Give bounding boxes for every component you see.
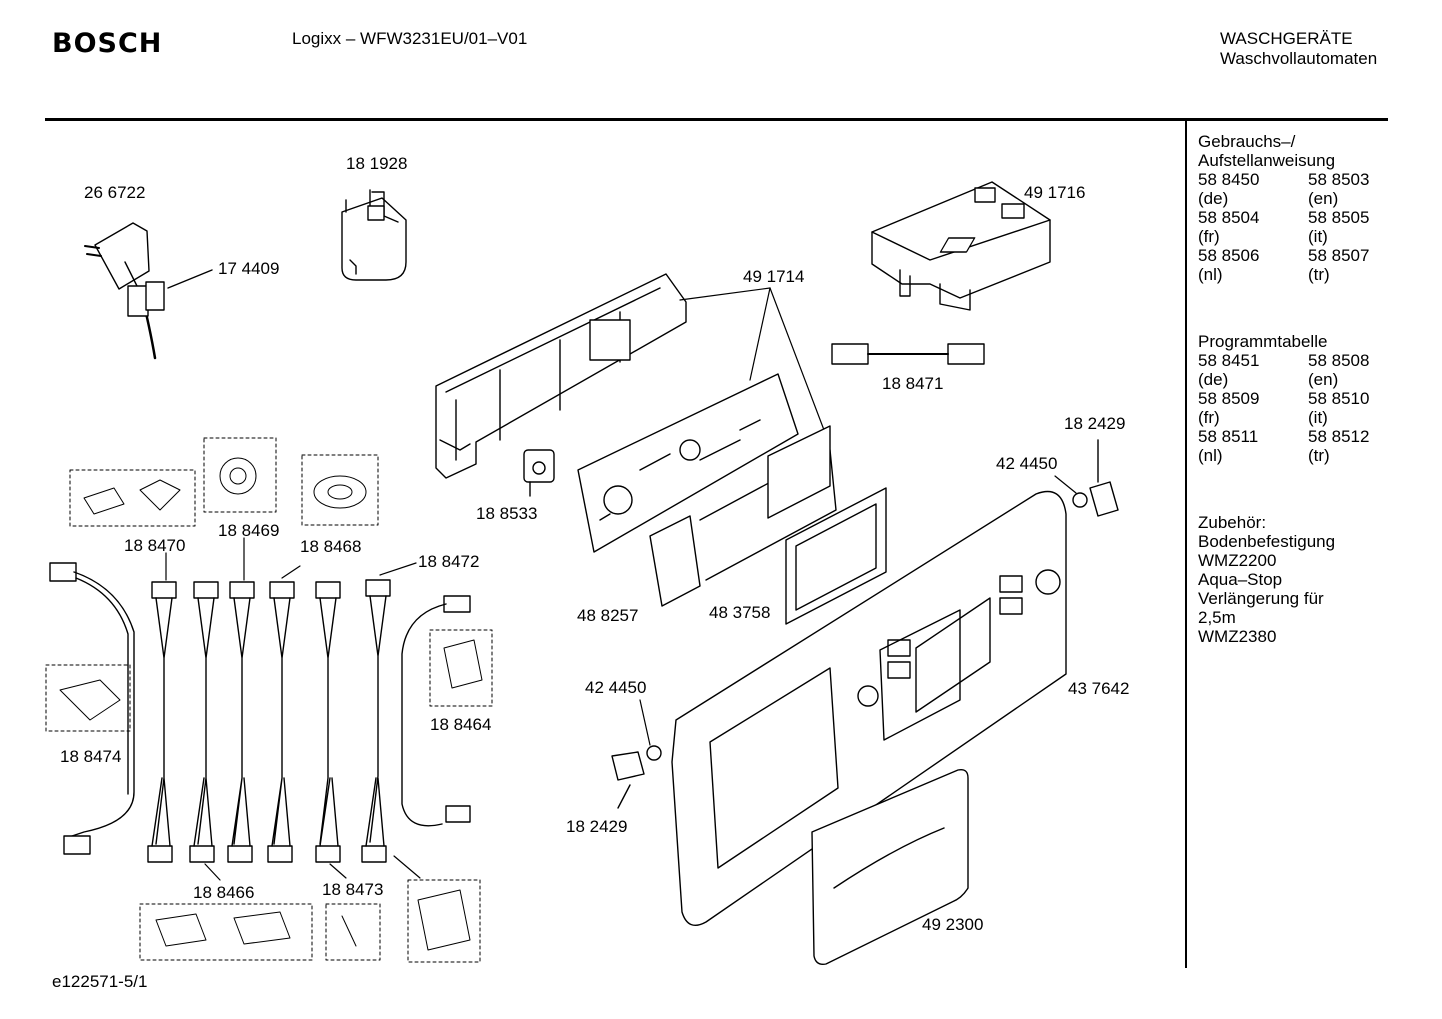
harness-leaders xyxy=(165,537,421,881)
part-label-483758: 48 3758 xyxy=(709,603,771,622)
part-label-188472: 18 8472 xyxy=(418,552,480,571)
part-label-188473: 18 8473 xyxy=(322,880,384,899)
exploded-parts-diagram xyxy=(45,181,1119,966)
manual-cell: 58 8507 xyxy=(1308,246,1370,265)
manual-cell: (en) xyxy=(1308,189,1339,208)
manual-cell: 58 8450 xyxy=(1198,170,1260,189)
accessories-title: Zubehör: xyxy=(1198,513,1267,532)
part-label-188464: 18 8464 xyxy=(430,715,492,734)
manual-cell: 58 8506 xyxy=(1198,246,1260,265)
circuit-board-drawing xyxy=(577,373,799,553)
part-label-491714: 49 1714 xyxy=(743,267,805,286)
accessory-thumbnail-sketches xyxy=(59,457,483,951)
drawing-id: e122571-5/1 xyxy=(52,972,148,991)
manual-cell: 58 8505 xyxy=(1308,208,1370,227)
part-label-181928: 18 1928 xyxy=(346,154,408,173)
part-label-188533: 18 8533 xyxy=(476,504,538,523)
part-label-266722: 26 6722 xyxy=(84,183,146,202)
manual-row: 58 8450 58 8503 xyxy=(1198,170,1388,189)
manual-cell: (de) xyxy=(1198,189,1229,208)
manual-row: (fr) (it) xyxy=(1198,227,1388,246)
sidebar-divider xyxy=(1185,120,1187,968)
brand-logo: BOSCH xyxy=(52,28,163,59)
part-label-188470: 18 8470 xyxy=(124,536,186,555)
accessory-item: Aqua–Stop xyxy=(1198,570,1283,589)
header-divider xyxy=(45,118,1388,121)
accessory-item: WMZ2380 xyxy=(1198,627,1277,646)
manual-row: 58 8506 58 8507 xyxy=(1198,246,1388,265)
sensor-drawing xyxy=(523,449,555,497)
manual-title-line2: Aufstellanweisung xyxy=(1198,151,1336,170)
interference-filter-drawing xyxy=(341,189,407,281)
program-cell: 58 8512 xyxy=(1308,427,1370,446)
cable-clip-drawing xyxy=(127,269,213,317)
program-cell: 58 8451 xyxy=(1198,351,1260,370)
manual-cell: 58 8503 xyxy=(1308,170,1370,189)
accessory-thumbnails xyxy=(45,437,493,963)
part-label-488257: 48 8257 xyxy=(577,606,639,625)
part-label-174409: 17 4409 xyxy=(218,259,280,278)
accessory-item: WMZ2200 xyxy=(1198,551,1277,570)
accessory-item: Verlängerung für xyxy=(1198,589,1324,608)
button-holder-drawing xyxy=(649,425,837,607)
display-window-drawing xyxy=(785,487,887,625)
manual-row: (nl) (tr) xyxy=(1198,265,1388,284)
harness-188471-drawing xyxy=(831,343,985,365)
manual-cell: (tr) xyxy=(1308,265,1330,284)
accessory-item: Bodenbefestigung xyxy=(1198,532,1336,551)
program-row: 58 8511 58 8512 xyxy=(1198,427,1388,446)
program-table-title: Programmtabelle xyxy=(1198,332,1328,351)
part-label-492300: 49 2300 xyxy=(922,915,984,934)
program-row: 58 8509 58 8510 xyxy=(1198,389,1388,408)
part-label-188466: 18 8466 xyxy=(193,883,255,902)
part-label-188474: 18 8474 xyxy=(60,747,122,766)
manual-cell: 58 8504 xyxy=(1198,208,1260,227)
leader-491714 xyxy=(679,287,825,431)
bracket-top-drawing xyxy=(1089,439,1119,517)
program-cell: 58 8509 xyxy=(1198,389,1260,408)
part-label-188469: 18 8469 xyxy=(218,521,280,540)
program-row: (nl) (tr) xyxy=(1198,446,1388,465)
program-cell: (de) xyxy=(1198,370,1229,389)
part-label-182429-top: 18 2429 xyxy=(1064,414,1126,433)
accessory-item: 2,5m xyxy=(1198,608,1236,627)
program-row: 58 8451 58 8508 xyxy=(1198,351,1388,370)
part-label-424450-top: 42 4450 xyxy=(996,454,1058,473)
program-cell: (en) xyxy=(1308,370,1339,389)
part-label-182429-bottom: 18 2429 xyxy=(566,817,628,836)
part-label-188471: 18 8471 xyxy=(882,374,944,393)
control-module-drawing xyxy=(871,181,1051,311)
program-row: (fr) (it) xyxy=(1198,408,1388,427)
bracket-bottom-drawing xyxy=(611,751,645,809)
part-label-437642: 43 7642 xyxy=(1068,679,1130,698)
manual-cell: (nl) xyxy=(1198,265,1223,284)
program-cell: (fr) xyxy=(1198,408,1220,427)
manual-row: (de) (en) xyxy=(1198,189,1388,208)
control-frame-drawing xyxy=(435,273,687,479)
program-cell: 58 8508 xyxy=(1308,351,1370,370)
part-label-188468: 18 8468 xyxy=(300,537,362,556)
control-panel-drawing xyxy=(671,490,1067,926)
drawer-panel-drawing xyxy=(811,768,969,966)
part-label-491716: 49 1716 xyxy=(1024,183,1086,202)
program-row: (de) (en) xyxy=(1198,370,1388,389)
wiring-harness-set-drawing xyxy=(49,562,471,863)
seal-ring-top-drawing xyxy=(1072,492,1088,508)
manual-cell: (it) xyxy=(1308,227,1328,246)
manual-cell: (fr) xyxy=(1198,227,1220,246)
manual-title-line1: Gebrauchs–/ xyxy=(1198,132,1296,151)
program-cell: (nl) xyxy=(1198,446,1223,465)
seal-ring-bottom-drawing xyxy=(646,745,662,761)
model-title: Logixx – WFW3231EU/01–V01 xyxy=(292,29,528,48)
category-title: WASCHGERÄTE xyxy=(1220,29,1353,48)
category-subtitle: Waschvollautomaten xyxy=(1220,49,1378,68)
program-cell: 58 8510 xyxy=(1308,389,1370,408)
manual-row: 58 8504 58 8505 xyxy=(1198,208,1388,227)
part-label-424450-bottom: 42 4450 xyxy=(585,678,647,697)
program-cell: (it) xyxy=(1308,408,1328,427)
program-cell: 58 8511 xyxy=(1198,427,1259,446)
program-cell: (tr) xyxy=(1308,446,1330,465)
